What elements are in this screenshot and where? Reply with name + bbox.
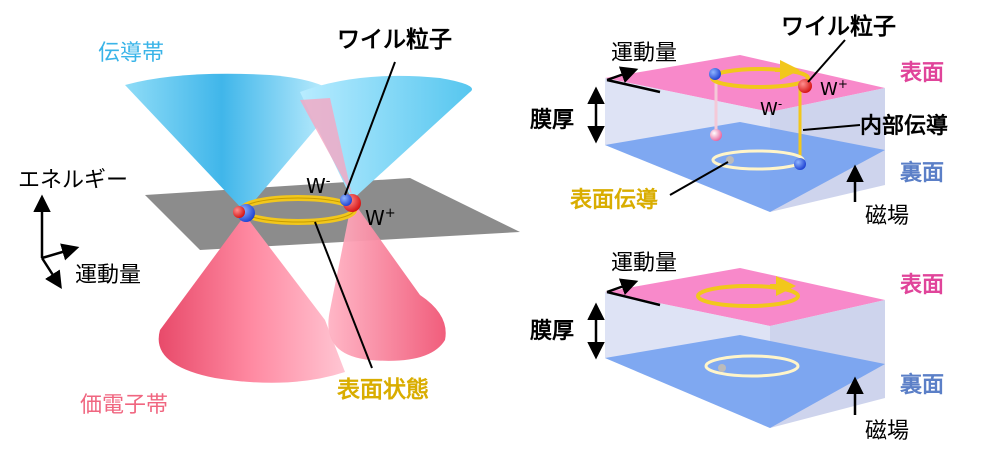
internal-conduction-leader [802,124,861,131]
weyl-particle-label-top: ワイル粒子 [781,13,896,40]
valence-band-label: 価電子帯 [80,393,168,418]
slab-top-face [605,55,885,112]
w-minus-label: W- [306,174,331,198]
momentum-label: 運動量 [75,263,141,288]
surface-state-label: 表面状態 [337,376,429,403]
internal-conduction-label: 内部伝導 [860,113,948,139]
energy-label: エネルギー [18,168,128,193]
surface-conduction-label: 表面伝導 [570,187,658,213]
magnetic-field-label-2: 磁場 [865,419,909,444]
thickness-label-2: 膜厚 [530,319,574,344]
w-plus-label-top: W+ [820,77,848,100]
weyl-leader-top [807,39,846,83]
weyl-point-blue-right [340,194,352,206]
film-with-weyl-panel: 運動量 ワイル粒子 表面 膜厚 内部伝導 裏面 表面伝導 磁場 W+ W- [530,13,948,229]
w-plus-label: W+ [365,206,396,230]
film-without-weyl-panel: 運動量 表面 膜厚 裏面 磁場 [530,251,944,444]
weyl-ball-pink-bottom [710,129,722,141]
top-surface-label-1: 表面 [900,61,944,86]
momentum-axis-2 [40,257,62,289]
weyl-ball-red-top [798,79,812,93]
momentum-arrow-bottom-1 [606,290,661,307]
conduction-cone-left [125,73,340,212]
surface-state-leader-line [314,221,373,369]
w-minus-label-top: W- [760,97,782,120]
momentum-arrow-top-2 [606,66,639,83]
top-surface-label-2: 表面 [900,273,944,298]
valence-cone-left [158,215,345,383]
surface-conduction-leader [669,161,729,196]
thickness-label-1: 膜厚 [530,108,574,133]
bottom-surface-label-1: 裏面 [900,160,944,186]
slab-bottom-face [605,122,885,212]
valence-cone-right [328,200,446,361]
weyl-ball-blue-bottom [794,158,806,170]
bottom-surface-label-2: 裏面 [900,372,944,398]
magnetic-field-label-1: 磁場 [865,204,909,229]
momentum-arrow-top-1 [606,78,661,94]
conduction-band-label: 伝導帯 [98,41,164,66]
fermi-plane [145,178,520,250]
weyl-ball-blue-top [709,68,721,80]
momentum-label-top: 運動量 [611,41,677,66]
momentum-arrow-bottom-2 [606,278,639,295]
top-surface-ring-2 [696,284,800,308]
weyl-leader-line [344,61,396,196]
weyl-particle-label: ワイル粒子 [337,26,452,53]
band-structure-panel: 伝導帯 価電子帯 エネルギー 運動量 ワイル粒子 表面状態 W- W+ [18,26,520,418]
conduction-cone-pink-tint [300,98,352,195]
momentum-label-bottom: 運動量 [611,251,677,276]
weyl-point-red-left [233,206,245,218]
slab2-bottom-face [605,335,885,428]
momentum-axis-1 [41,243,80,261]
slab2-top-face [605,268,885,326]
bottom-surface-ring-2 [704,354,800,378]
